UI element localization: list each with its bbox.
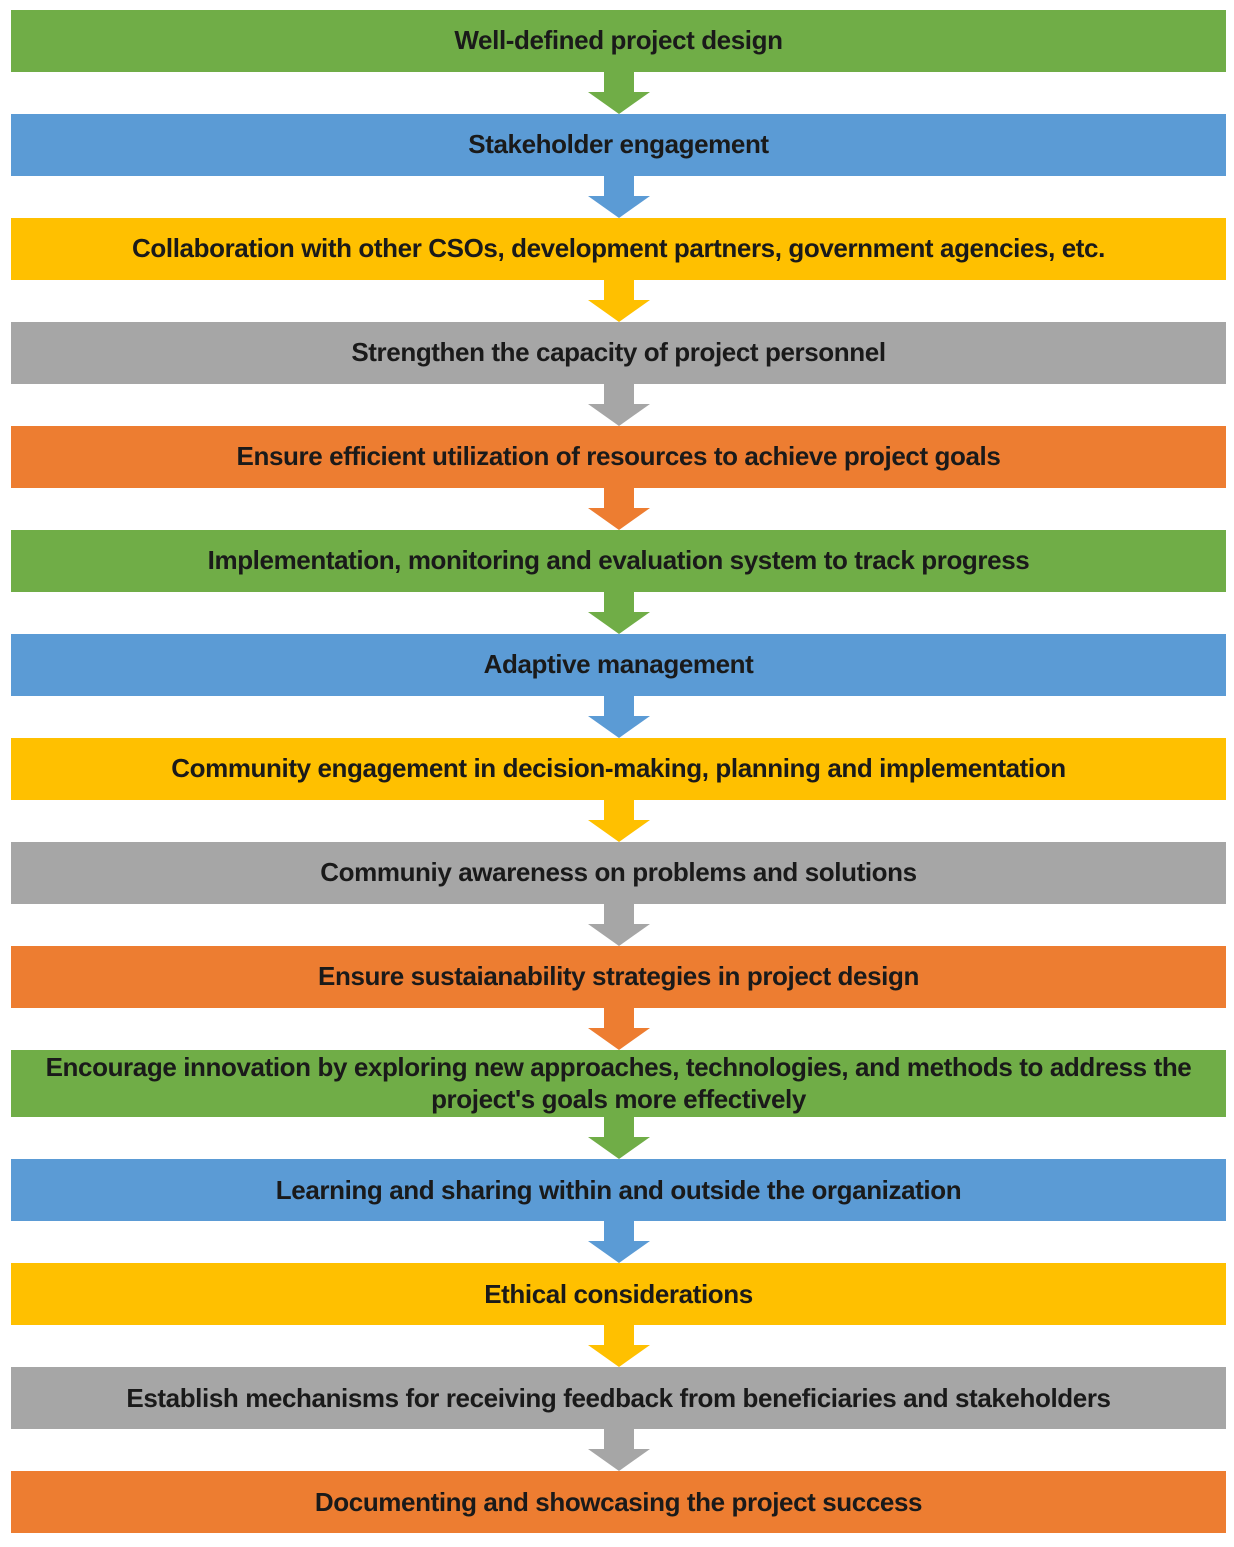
- flow-step: Adaptive management: [11, 634, 1226, 696]
- flow-step: Ethical considerations: [11, 1263, 1226, 1326]
- down-arrow-icon: [11, 1117, 1226, 1160]
- flow-step: Establish mechanisms for receiving feedb…: [11, 1367, 1226, 1430]
- flow-step: Strengthen the capacity of project perso…: [11, 322, 1226, 384]
- step-label: Learning and sharing within and outside …: [275, 1174, 962, 1205]
- step-label: Ethical considerations: [484, 1278, 753, 1309]
- flow-step: Implementation, monitoring and evaluatio…: [11, 530, 1226, 592]
- step-label: Ensure efficient utilization of resource…: [236, 441, 1001, 472]
- flow-step: Well-defined project design: [11, 10, 1226, 72]
- down-arrow-icon: [11, 904, 1226, 946]
- step-label: Well-defined project design: [454, 25, 783, 56]
- step-label: Communiy awareness on problems and solut…: [320, 857, 917, 888]
- down-arrow-icon: [11, 1325, 1226, 1368]
- step-label: Strengthen the capacity of project perso…: [351, 337, 886, 368]
- down-arrow-icon: [11, 280, 1226, 322]
- down-arrow-icon: [11, 384, 1226, 426]
- flow-step: Communiy awareness on problems and solut…: [11, 842, 1226, 904]
- down-arrow-icon: [11, 1008, 1226, 1050]
- flow-step: Community engagement in decision-making,…: [11, 738, 1226, 800]
- step-label: Documenting and showcasing the project s…: [314, 1486, 923, 1517]
- down-arrow-icon: [11, 696, 1226, 738]
- flow-step: Stakeholder engagement: [11, 114, 1226, 176]
- flow-step: Learning and sharing within and outside …: [11, 1159, 1226, 1222]
- step-label: Community engagement in decision-making,…: [171, 753, 1066, 784]
- step-label: Collaboration with other CSOs, developme…: [132, 233, 1105, 264]
- flow-step: Ensure sustaianability strategies in pro…: [11, 946, 1226, 1008]
- down-arrow-icon: [11, 1221, 1226, 1264]
- step-label: Adaptive management: [483, 649, 754, 680]
- flow-step: Ensure efficient utilization of resource…: [11, 426, 1226, 488]
- step-label: Establish mechanisms for receiving feedb…: [126, 1382, 1111, 1413]
- step-label: Stakeholder engagement: [468, 129, 769, 160]
- step-label: Implementation, monitoring and evaluatio…: [207, 545, 1030, 576]
- flow-step: Collaboration with other CSOs, developme…: [11, 218, 1226, 280]
- down-arrow-icon: [11, 488, 1226, 530]
- down-arrow-icon: [11, 1429, 1226, 1472]
- step-label: Ensure sustaianability strategies in pro…: [318, 961, 919, 992]
- down-arrow-icon: [11, 176, 1226, 218]
- down-arrow-icon: [11, 592, 1226, 634]
- down-arrow-icon: [11, 800, 1226, 842]
- down-arrow-icon: [11, 72, 1226, 114]
- step-label: Encourage innovation by exploring new ap…: [45, 1052, 1192, 1114]
- flow-step: Documenting and showcasing the project s…: [11, 1471, 1226, 1534]
- flow-step: Encourage innovation by exploring new ap…: [11, 1050, 1226, 1118]
